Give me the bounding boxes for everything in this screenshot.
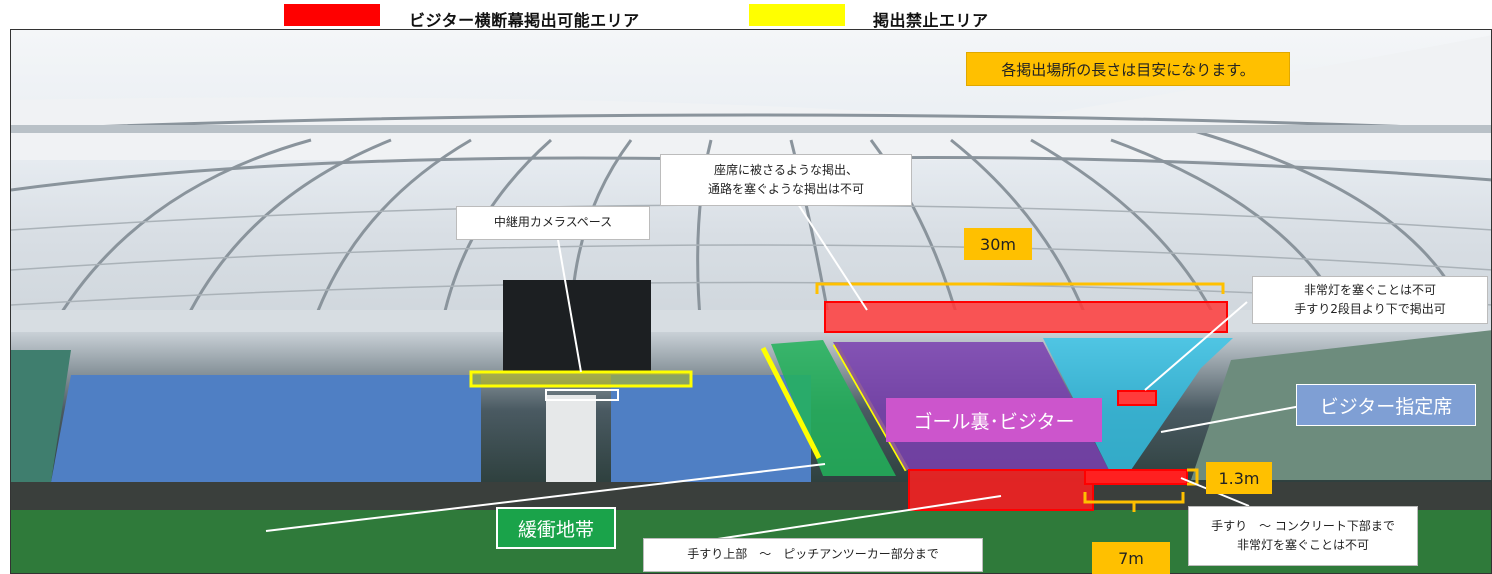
measure-7m: 7m	[1092, 542, 1170, 574]
measure-1-3m: 1.3m	[1206, 462, 1272, 494]
banner-area-small	[1117, 390, 1157, 406]
legend-swatch-allowed	[284, 4, 380, 26]
seating-green-left	[11, 350, 71, 482]
bracket-30m	[815, 282, 1225, 294]
callout-handrail-concrete-line1: 手すり 〜 コンクリート下部まで	[1211, 518, 1395, 533]
legend-label-forbidden: 掲出禁止エリア	[873, 11, 989, 30]
callout-seat-cover: 座席に被さるような掲出、 通路を塞ぐような掲出は不可	[660, 154, 912, 206]
legend-label-allowed: ビジター横断幕掲出可能エリア	[409, 11, 640, 30]
callout-emergency-light-top-line2: 手すり2段目より下で掲出可	[1294, 302, 1446, 316]
scoreboard	[503, 280, 651, 372]
camera-tunnel	[546, 395, 596, 485]
roof-gantry	[11, 125, 1491, 133]
legend-swatch-forbidden	[749, 4, 845, 26]
banner-area-right	[1084, 469, 1188, 485]
bracket-1-3m	[1187, 468, 1199, 486]
camera-space-outline	[545, 389, 619, 401]
callout-seat-cover-line2: 通路を塞ぐような掲出は不可	[707, 182, 864, 196]
length-note: 各掲出場所の長さは目安になります。	[966, 52, 1290, 86]
zone-label-goal-visitor: ゴール裏･ビジター	[886, 398, 1102, 442]
buffer-zone-area	[771, 340, 896, 476]
zone-label-visitor-reserved: ビジター指定席	[1296, 384, 1476, 426]
banner-area-front	[908, 469, 1094, 511]
camera-space-forbidden	[469, 370, 693, 388]
callout-camera-space: 中継用カメラスペース	[456, 206, 650, 240]
leader-lines	[265, 183, 1302, 541]
callout-handrail-concrete: 手すり 〜 コンクリート下部まで 非常灯を塞ぐことは不可	[1188, 506, 1418, 566]
callout-handrail-concrete-line2: 非常灯を塞ぐことは不可	[1236, 538, 1369, 552]
callout-seat-cover-line1: 座席に被さるような掲出、	[713, 162, 858, 177]
callout-handrail-pitch: 手すり上部 〜 ピッチアンツーカー部分まで	[643, 538, 983, 572]
bracket-7m	[1083, 492, 1185, 512]
banner-area-top	[824, 301, 1228, 333]
forbidden-line-left	[760, 346, 822, 460]
measure-30m: 30m	[964, 228, 1032, 260]
callout-handrail-pitch-text: 手すり上部 〜 ピッチアンツーカー部分まで	[687, 547, 939, 562]
callout-emergency-light-top-line1: 非常灯を塞ぐことは不可	[1303, 282, 1436, 297]
callout-camera-space-text: 中継用カメラスペース	[493, 215, 613, 230]
zone-label-buffer: 緩衝地帯	[496, 507, 616, 549]
seating-blue	[51, 375, 811, 482]
callout-emergency-light-top: 非常灯を塞ぐことは不可 手すり2段目より下で掲出可	[1252, 276, 1488, 324]
